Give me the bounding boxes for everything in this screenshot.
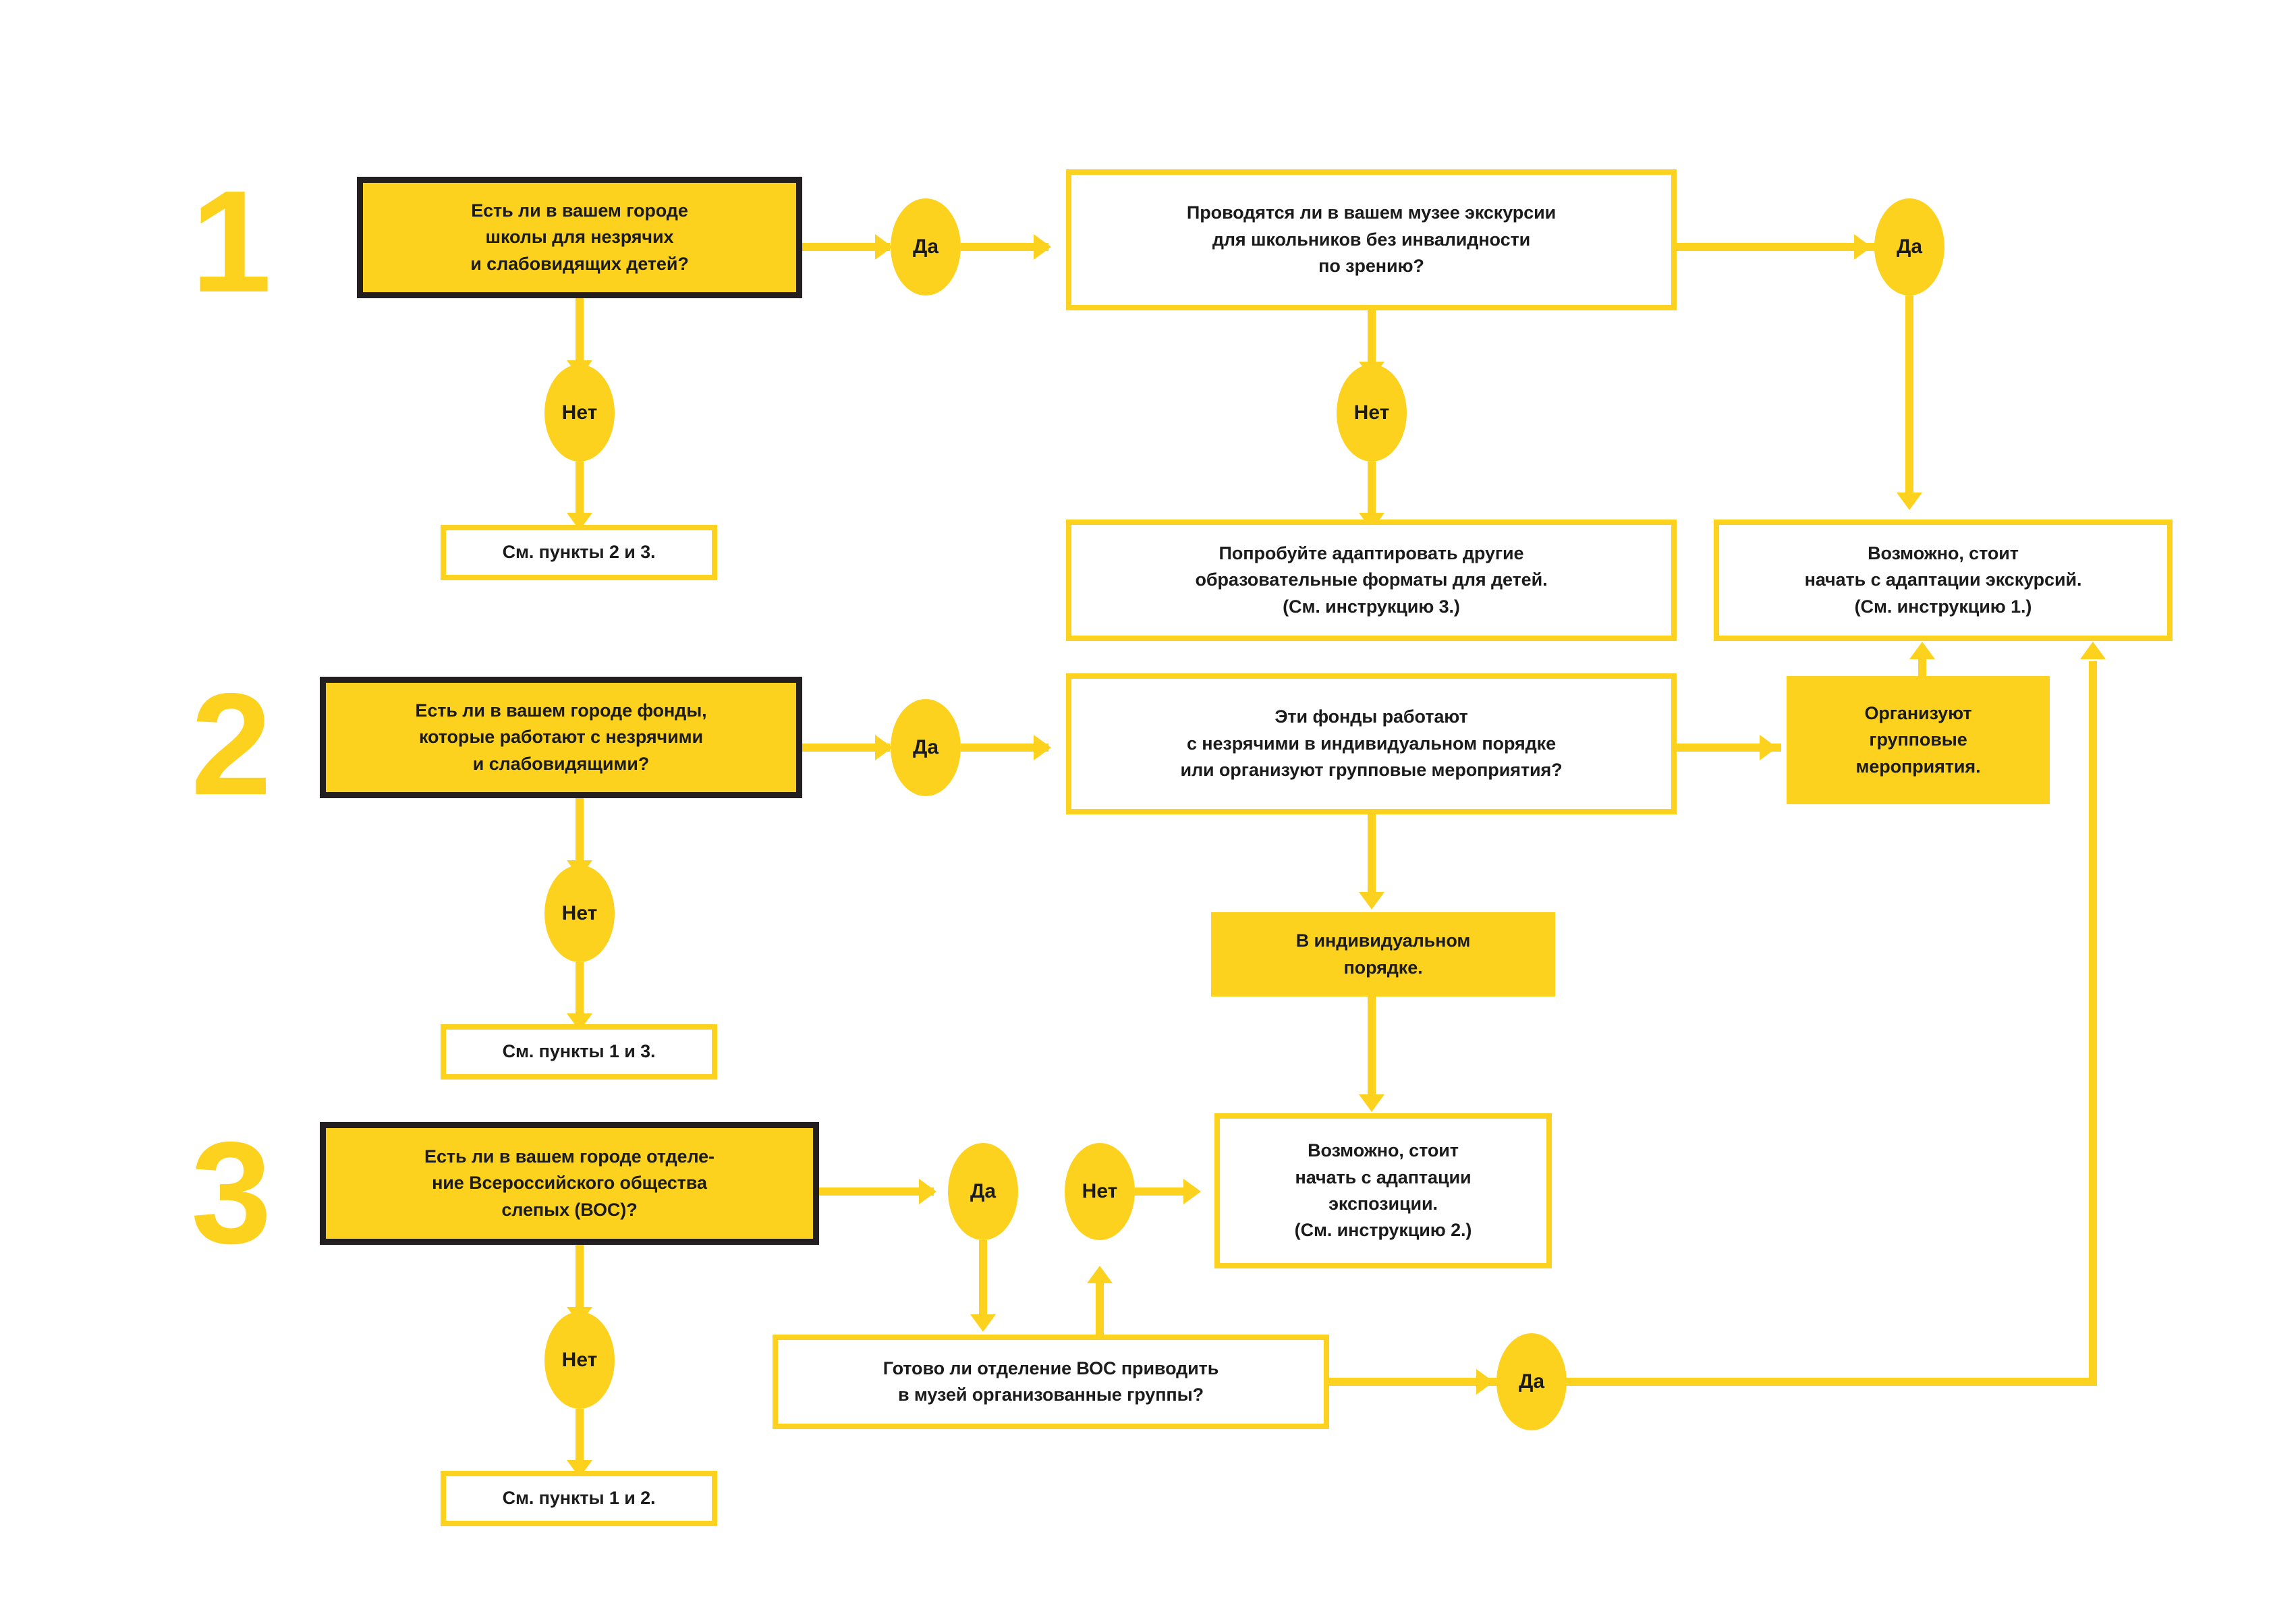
result-box-1-no[interactable]: См. пункты 2 и 3.	[441, 525, 717, 580]
connector-q1b-down	[1368, 310, 1376, 367]
step-numeral-3: 3	[191, 1111, 272, 1274]
arrowhead-yes2-to-q2b	[1034, 735, 1051, 760]
question-box-2[interactable]: Есть ли в вашем городе фонды, которые ра…	[320, 677, 802, 798]
branch-yes-1b[interactable]: Да	[1874, 198, 1944, 296]
connector-no3b-to-exposition	[1135, 1187, 1196, 1196]
result-box-individual[interactable]: В индивидуальном порядке.	[1211, 912, 1555, 997]
result-box-group-events[interactable]: Организуют групповые мероприятия.	[1787, 676, 2050, 804]
result-box-1b-yes[interactable]: Возможно, стоит начать с адаптации экску…	[1714, 520, 2173, 641]
connector-q2-down	[576, 798, 584, 866]
question-box-2b[interactable]: Эти фонды работают с незрячими в индивид…	[1066, 673, 1677, 814]
arrowhead-q1-to-yes	[875, 234, 893, 260]
connector-q3b-to-no3b	[1096, 1282, 1104, 1335]
connector-q1b-to-yes	[1677, 243, 1893, 251]
connector-no1-down	[576, 462, 584, 518]
question-box-1b[interactable]: Проводятся ли в вашем музее экскурсии дл…	[1066, 169, 1677, 310]
connector-yes3b-right	[1567, 1378, 2097, 1386]
branch-yes-1[interactable]: Да	[891, 198, 961, 296]
connector-yes1-to-q1b	[961, 243, 1048, 251]
arrowhead-yes1-to-q1b	[1034, 234, 1051, 260]
connector-q1-down	[576, 298, 584, 366]
connector-yes1b-down	[1905, 296, 1913, 498]
arrowhead-q2b-to-group	[1760, 735, 1777, 760]
branch-no-3b[interactable]: Нет	[1065, 1143, 1135, 1240]
branch-yes-2[interactable]: Да	[891, 699, 961, 796]
connector-q3-down	[576, 1245, 584, 1312]
arrowhead-q3b-to-yes	[1476, 1369, 1494, 1395]
arrowhead-yes3-down	[970, 1314, 996, 1332]
connector-q2-to-yes	[802, 744, 890, 752]
arrowhead-no3b-to-exposition	[1183, 1179, 1201, 1204]
branch-yes-3[interactable]: Да	[948, 1143, 1018, 1240]
step-numeral-2: 2	[191, 663, 272, 825]
result-box-2-no[interactable]: См. пункты 1 и 3.	[441, 1024, 717, 1080]
branch-no-3[interactable]: Нет	[544, 1312, 615, 1409]
question-box-1[interactable]: Есть ли в вашем городе школы для незрячи…	[357, 177, 802, 298]
step-numeral-1: 1	[191, 160, 272, 323]
connector-yes3b-up	[2089, 661, 2097, 1386]
connector-group-up	[1918, 658, 1926, 678]
connector-q3-to-yes	[819, 1187, 934, 1196]
result-box-1b-no[interactable]: Попробуйте адаптировать другие образоват…	[1066, 520, 1677, 641]
branch-no-1b[interactable]: Нет	[1337, 364, 1407, 462]
connector-q1-to-yes	[802, 243, 890, 251]
arrowhead-q3-to-yes	[919, 1179, 936, 1204]
arrowhead-q3b-to-no3b	[1087, 1266, 1113, 1283]
arrowhead-q2b-down	[1359, 892, 1384, 910]
connector-q3b-to-yes	[1329, 1378, 1498, 1386]
result-box-exposition[interactable]: Возможно, стоит начать с адаптации экспо…	[1214, 1113, 1552, 1268]
connector-yes3-down	[979, 1240, 987, 1321]
connector-q2b-to-group	[1677, 744, 1781, 752]
branch-yes-3b[interactable]: Да	[1496, 1333, 1567, 1430]
branch-no-1[interactable]: Нет	[544, 364, 615, 462]
arrowhead-q2-to-yes	[875, 735, 893, 760]
connector-no3-down	[576, 1409, 584, 1465]
arrowhead-group-up	[1909, 642, 1935, 659]
connector-q2b-down	[1368, 814, 1376, 899]
arrowhead-yes3b-up	[2080, 642, 2106, 659]
connector-individual-down	[1368, 997, 1376, 1101]
arrowhead-q1b-to-yes	[1854, 234, 1872, 260]
branch-no-2[interactable]: Нет	[544, 865, 615, 962]
connector-no1b-down	[1368, 462, 1376, 518]
arrowhead-yes1b-down	[1897, 493, 1922, 510]
question-box-3[interactable]: Есть ли в вашем городе отделе- ние Всеро…	[320, 1122, 819, 1245]
question-box-3b[interactable]: Готово ли отделение ВОС приводить в музе…	[773, 1335, 1329, 1429]
connector-no2-down	[576, 962, 584, 1019]
arrowhead-individual-down	[1359, 1094, 1384, 1112]
result-box-3-no[interactable]: См. пункты 1 и 2.	[441, 1471, 717, 1526]
connector-yes2-to-q2b	[961, 744, 1048, 752]
